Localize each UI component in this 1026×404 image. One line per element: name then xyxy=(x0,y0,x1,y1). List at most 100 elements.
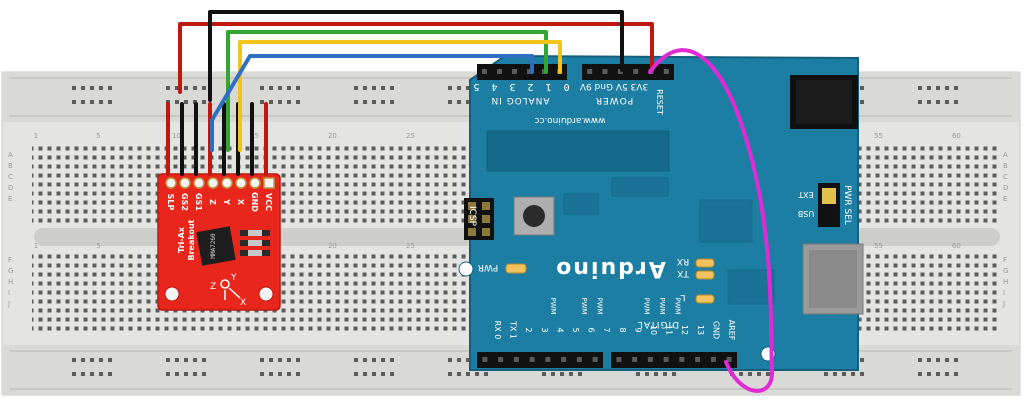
pwm-label: PWM xyxy=(642,297,650,314)
row-letter: H xyxy=(8,278,13,286)
icsp-label: ICSP xyxy=(467,206,477,227)
digital-pin-label: 4 xyxy=(555,327,564,332)
arduino-board: 0 1 2 3 4 5 ANALOG IN 3V3 5V Gnd 9V POWE… xyxy=(458,54,864,371)
wires xyxy=(166,10,775,393)
row-letter: C xyxy=(1003,173,1008,181)
axis-label-y: Y xyxy=(230,273,237,283)
sensor-title-1: Tri-Ax xyxy=(177,226,186,253)
axis-label-z: Z xyxy=(210,282,216,292)
website-text: www.arduino.cc xyxy=(535,115,606,125)
row-letter: D xyxy=(8,184,13,192)
sensor-pad xyxy=(221,177,233,189)
row-letter: G xyxy=(8,267,13,275)
row-letter: H xyxy=(1003,278,1008,286)
axis-label-x: X xyxy=(240,298,246,308)
ext-label: EXT xyxy=(798,190,813,199)
sensor-pin-label: GS2 xyxy=(180,193,189,211)
row-letter: F xyxy=(1003,256,1007,264)
column-number: 20 xyxy=(328,242,337,250)
digital-pin-label: GND xyxy=(711,321,720,339)
digital-pin-label: 3 xyxy=(540,327,549,332)
row-letter: A xyxy=(8,151,13,159)
column-number: 10 xyxy=(172,132,181,140)
row-letter: J xyxy=(1002,300,1005,308)
rx-label: RX xyxy=(677,256,689,266)
digital-pin-label: RX 0 xyxy=(493,321,502,340)
digital-pin-label: 13 xyxy=(696,325,705,335)
digital-pin-label: 12 xyxy=(680,325,689,335)
row-letter: B xyxy=(8,162,13,170)
pwm-label: PWM xyxy=(580,297,588,314)
column-number: 1 xyxy=(34,132,38,140)
sensor-pad xyxy=(165,177,177,189)
sensor-pin-pads xyxy=(165,177,275,189)
microcontroller xyxy=(486,130,670,172)
chip-text: MMA7260 xyxy=(210,233,217,259)
sensor-pin-label: SLP xyxy=(166,194,175,211)
tx-label: TX xyxy=(677,268,690,278)
analog-pin-numbers: 0 1 2 3 4 5 xyxy=(470,81,569,92)
sensor-pad xyxy=(207,177,219,189)
wire-y-to-a1 xyxy=(238,40,562,152)
column-number: 25 xyxy=(406,132,415,140)
sensor-title-2: Breakout xyxy=(187,219,196,260)
digital-pin-label: 11 xyxy=(665,325,674,335)
pwm-label: PWM xyxy=(658,297,666,314)
power-pin-labels: 3V3 5V Gnd 9V xyxy=(579,81,648,91)
digital-pin-label: 9 xyxy=(633,327,642,332)
digital-pin-label: 10 xyxy=(649,325,658,335)
column-number: 5 xyxy=(96,242,100,250)
pwm-label: PWM xyxy=(674,297,682,314)
column-number: 1 xyxy=(34,242,38,250)
sensor-pin-label: Y xyxy=(222,198,231,205)
sensor-pad xyxy=(263,177,275,189)
mounting-hole xyxy=(458,261,474,277)
row-letter: E xyxy=(8,195,12,203)
column-number: 15 xyxy=(250,132,259,140)
row-letter: J xyxy=(7,300,10,308)
row-letter: B xyxy=(1003,162,1008,170)
wire-gnd-to-gnd xyxy=(208,10,624,102)
digital-header-low xyxy=(477,352,603,368)
pwr-led xyxy=(505,263,527,274)
digital-pin-label: 8 xyxy=(618,327,627,332)
column-number: 60 xyxy=(952,242,961,250)
axis-indicator xyxy=(220,279,241,300)
row-letter: D xyxy=(1003,184,1008,192)
arduino-logo: Arduino xyxy=(554,256,666,281)
l-led xyxy=(695,294,715,304)
wire-3v3-to-aref xyxy=(648,48,775,393)
digital-pin-label: 5 xyxy=(571,327,580,332)
column-number: 55 xyxy=(874,132,883,140)
row-letter: I xyxy=(1003,289,1005,297)
column-number: 60 xyxy=(952,132,961,140)
resistors xyxy=(240,230,270,256)
column-number: 5 xyxy=(96,132,100,140)
accelerometer-chip xyxy=(196,226,236,266)
usb-label: USB xyxy=(798,209,814,218)
analog-label: ANALOG IN xyxy=(490,95,549,105)
row-letter: A xyxy=(1003,151,1008,159)
row-letter: E xyxy=(1003,195,1007,203)
rx-led xyxy=(695,258,715,268)
power-header xyxy=(582,64,674,80)
power-label: POWER xyxy=(595,95,633,105)
mount-hole xyxy=(164,286,180,302)
column-number: 55 xyxy=(874,242,883,250)
digital-pin-label: AREF xyxy=(727,320,736,341)
digital-pin-label: TX 1 xyxy=(509,320,518,339)
l-label: L xyxy=(680,292,685,302)
row-letter: I xyxy=(8,289,10,297)
row-letter: C xyxy=(8,173,13,181)
sensor-pin-label: GS1 xyxy=(194,193,203,211)
sensor-pin-label: X xyxy=(236,199,245,206)
sensor-pin-label: GND xyxy=(250,192,259,212)
header-pins xyxy=(482,69,732,362)
digital-header-high xyxy=(611,352,737,368)
digital-pin-label: 7 xyxy=(602,327,611,332)
row-letter: F xyxy=(8,256,12,264)
digital-pin-label: 6 xyxy=(587,327,596,332)
